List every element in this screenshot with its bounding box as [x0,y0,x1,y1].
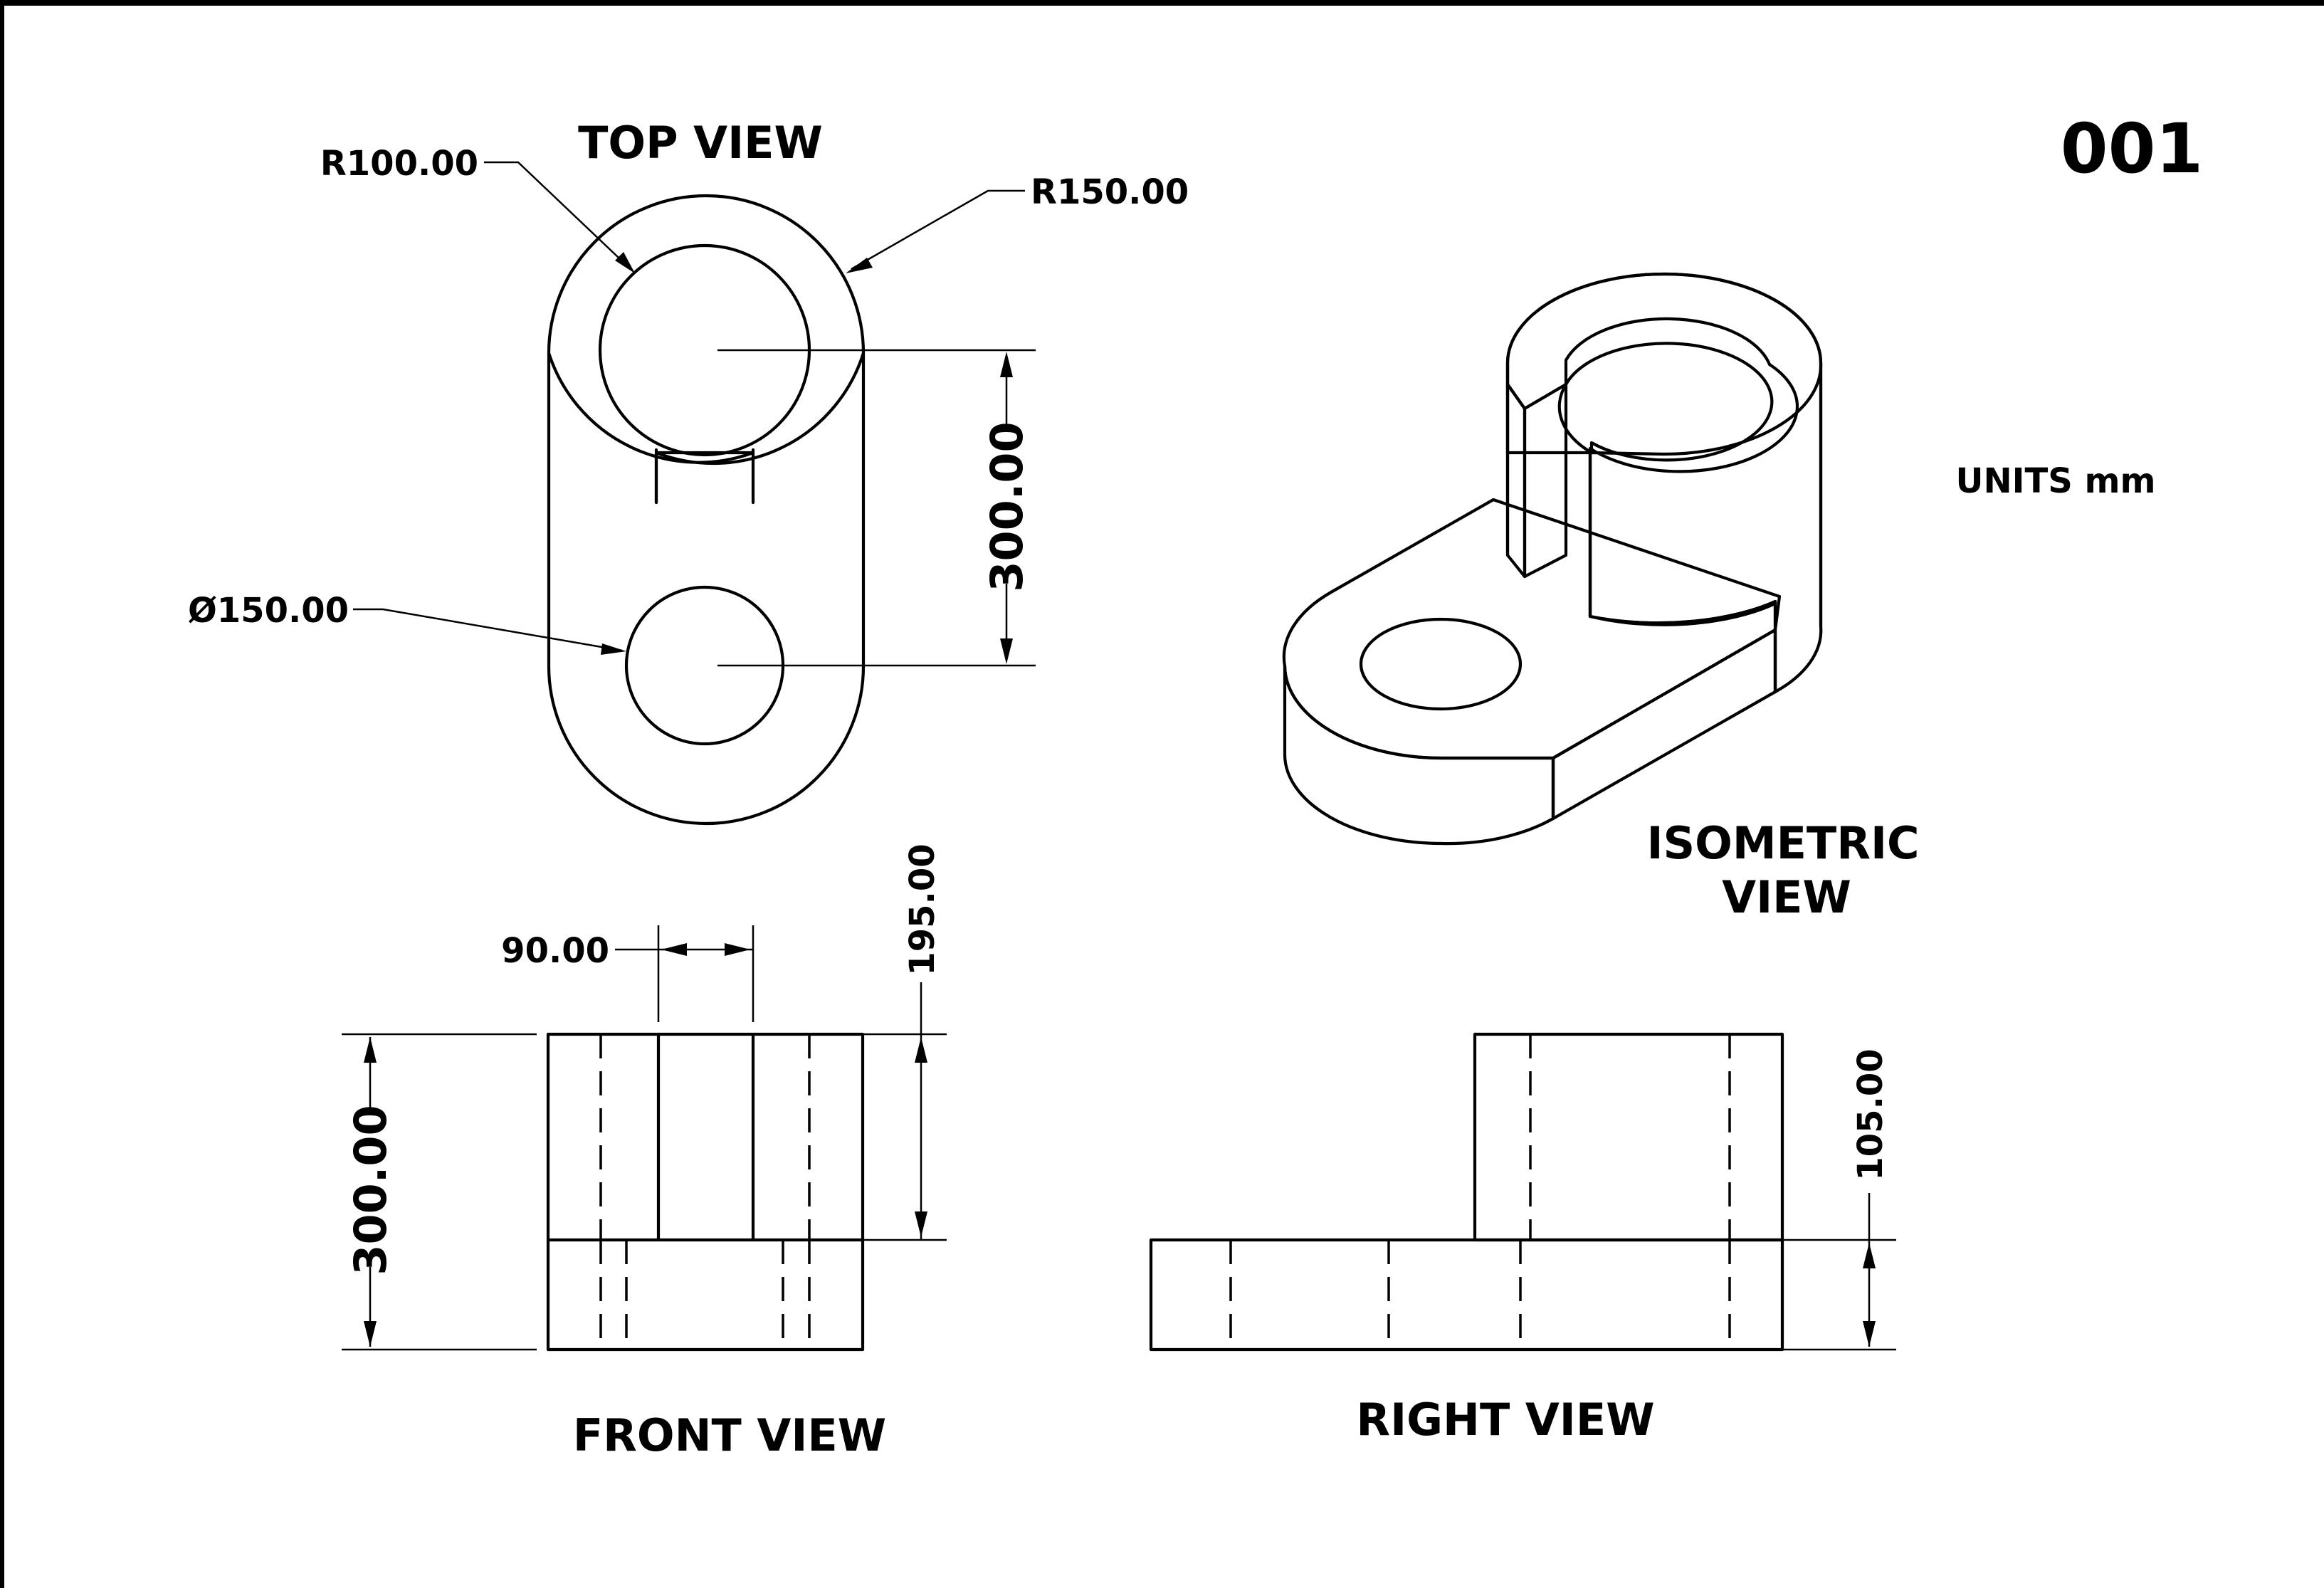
arrowhead [364,1037,377,1063]
front-view: 90.00 195.00 300.00 FRONT VIEW [342,843,947,1461]
leader-r-inner [484,161,633,271]
iso-base-side [1551,628,1777,821]
dim-r-inner: R100.00 [320,144,478,184]
arrowhead [601,643,626,655]
units-label: UNITS mm [1955,461,2155,501]
arrowhead [661,943,687,956]
arrowhead [915,1037,927,1063]
arrowhead [915,1211,927,1237]
arrowhead [846,258,873,273]
right-view: 105.00 RIGHT VIEW [1149,1032,1896,1446]
dim-center-distance: 300.00 [981,421,1033,591]
iso-base-front [1283,664,1555,846]
iso-base-hole [1359,617,1523,711]
dim-r-outer: R150.00 [1031,172,1189,212]
arrowhead [364,1321,377,1347]
right-view-title: RIGHT VIEW [1356,1394,1654,1446]
iso-view-title-line2: VIEW [1722,871,1851,923]
arrowhead [1000,638,1013,664]
isometric-view: ISOMETRIC VIEW [1282,272,1920,923]
right-view-boss [1473,1032,1784,1242]
arrowhead [1863,1321,1876,1347]
dim-slot-width: 90.00 [501,931,609,971]
iso-slot-wall-left [1505,382,1527,579]
leader-hole-dia [353,608,623,652]
iso-slot-wall-right [1588,451,1777,626]
dim-front-height: 300.00 [345,1105,396,1275]
iso-slot-wall-inner [1523,382,1568,579]
arrowhead [1863,1243,1876,1268]
top-view-outer-arc [547,194,866,355]
arrowhead [615,252,635,273]
iso-boss-bore [1557,342,1774,462]
dim-hole-dia: Ø150.00 [188,591,349,631]
top-view-outline [547,351,866,826]
iso-view-title-line1: ISOMETRIC [1646,817,1919,869]
iso-base-top [1282,498,1782,760]
sheet-number: 001 [2061,109,2203,189]
top-view: 300.00 R100.00 R150.00 Ø150.00 TOP VIEW [188,117,1189,826]
arrowhead [725,943,750,956]
right-view-base [1149,1238,1784,1352]
leader-r-outer [851,189,1025,270]
iso-boss-top [1505,272,1823,473]
front-view-outline [546,1032,865,1352]
front-view-title: FRONT VIEW [573,1409,886,1461]
arrowhead [1000,352,1013,377]
dim-boss-height: 195.00 [903,843,942,975]
top-view-title: TOP VIEW [578,117,823,169]
dim-base-height: 105.00 [1851,1048,1891,1180]
